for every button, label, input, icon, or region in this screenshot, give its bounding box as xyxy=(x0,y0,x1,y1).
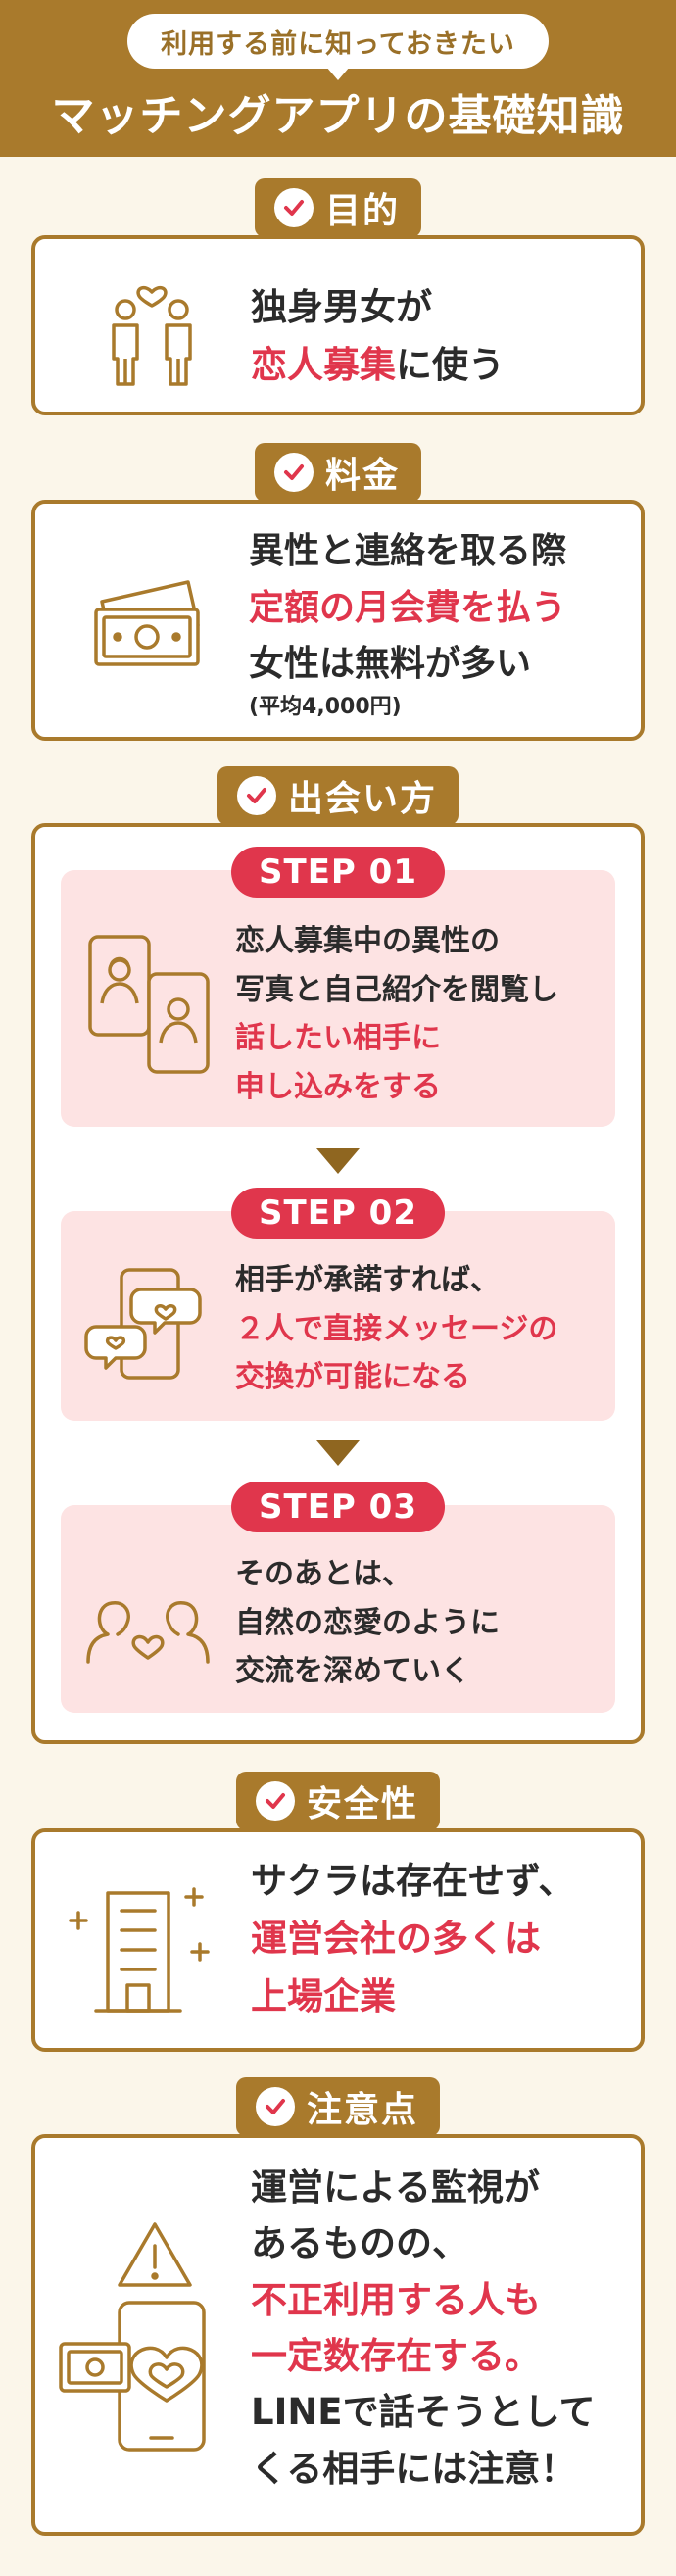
section-tag-label: 出会い方 xyxy=(287,779,438,819)
warning-phone-icon xyxy=(59,2222,206,2452)
safety-text: サクラは存在せず、 運営会社の多くは 上場企業 xyxy=(251,1860,575,2018)
safety-box: サクラは存在せず、 運営会社の多くは 上場企業 xyxy=(31,1828,645,2052)
check-icon xyxy=(273,188,314,227)
check-icon xyxy=(236,776,276,815)
step-01-text: 恋人募集中の異性の 写真と自己紹介を閲覧し 話したい相手に 申し込みをする xyxy=(235,924,558,1104)
arrow-down-icon xyxy=(316,1440,360,1466)
couple-icon xyxy=(112,285,192,386)
section-tag-purpose: 目的 xyxy=(254,178,422,237)
building-icon xyxy=(69,1887,210,2013)
couple-heart-icon xyxy=(86,1601,210,1664)
step-01-label: STEP 01 xyxy=(231,847,445,898)
banknotes-icon xyxy=(94,580,200,666)
fee-box: 異性と連絡を取る際 定額の月会費を払う 女性は無料が多い (平均4,000円) xyxy=(31,500,645,741)
section-tag-label: 注意点 xyxy=(306,2090,419,2130)
profile-phones-icon xyxy=(88,935,210,1074)
step-03-card: そのあとは、 自然の恋愛のように 交流を深めていく xyxy=(61,1505,615,1713)
header-subtitle: 利用する前に知っておきたい xyxy=(127,14,549,80)
fee-text: 異性と連絡を取る際 定額の月会費を払う 女性は無料が多い (平均4,000円) xyxy=(249,531,567,719)
section-tag-caution: 注意点 xyxy=(235,2077,441,2136)
page-title: マッチングアプリの基礎知識 xyxy=(51,91,625,141)
section-tag-label: 目的 xyxy=(324,191,401,231)
purpose-box: 独身男女が 恋人募集に使う xyxy=(31,235,645,415)
caution-box: 運営による監視が あるものの、 不正利用する人も 一定数存在する。 LINEで話… xyxy=(31,2134,645,2536)
caution-text: 運営による監視が あるものの、 不正利用する人も 一定数存在する。 LINEで話… xyxy=(251,2166,596,2490)
purpose-text: 独身男女が 恋人募集に使う xyxy=(251,286,505,387)
step-03-text: そのあとは、 自然の恋愛のように 交流を深めていく xyxy=(235,1557,500,1688)
check-icon xyxy=(255,1781,295,1821)
step-01-card: 恋人募集中の異性の 写真と自己紹介を閲覧し 話したい相手に 申し込みをする xyxy=(61,870,615,1127)
arrow-down-icon xyxy=(316,1148,360,1174)
chat-phone-icon xyxy=(84,1268,202,1380)
header-banner: 利用する前に知っておきたい マッチングアプリの基礎知識 xyxy=(0,0,676,157)
check-icon xyxy=(255,2087,295,2126)
step-02-text: 相手が承諾すれば、 ２人で直接メッセージの 交換が可能になる xyxy=(235,1263,558,1394)
section-tag-meeting: 出会い方 xyxy=(217,766,459,825)
section-tag-label: 料金 xyxy=(324,456,401,496)
step-02-label: STEP 02 xyxy=(231,1188,445,1239)
step-03-label: STEP 03 xyxy=(231,1482,445,1532)
section-tag-fee: 料金 xyxy=(254,443,422,502)
check-icon xyxy=(273,453,314,492)
section-tag-safety: 安全性 xyxy=(235,1772,441,1830)
section-tag-label: 安全性 xyxy=(306,1784,419,1824)
step-02-card: 相手が承諾すれば、 ２人で直接メッセージの 交換が可能になる xyxy=(61,1211,615,1421)
